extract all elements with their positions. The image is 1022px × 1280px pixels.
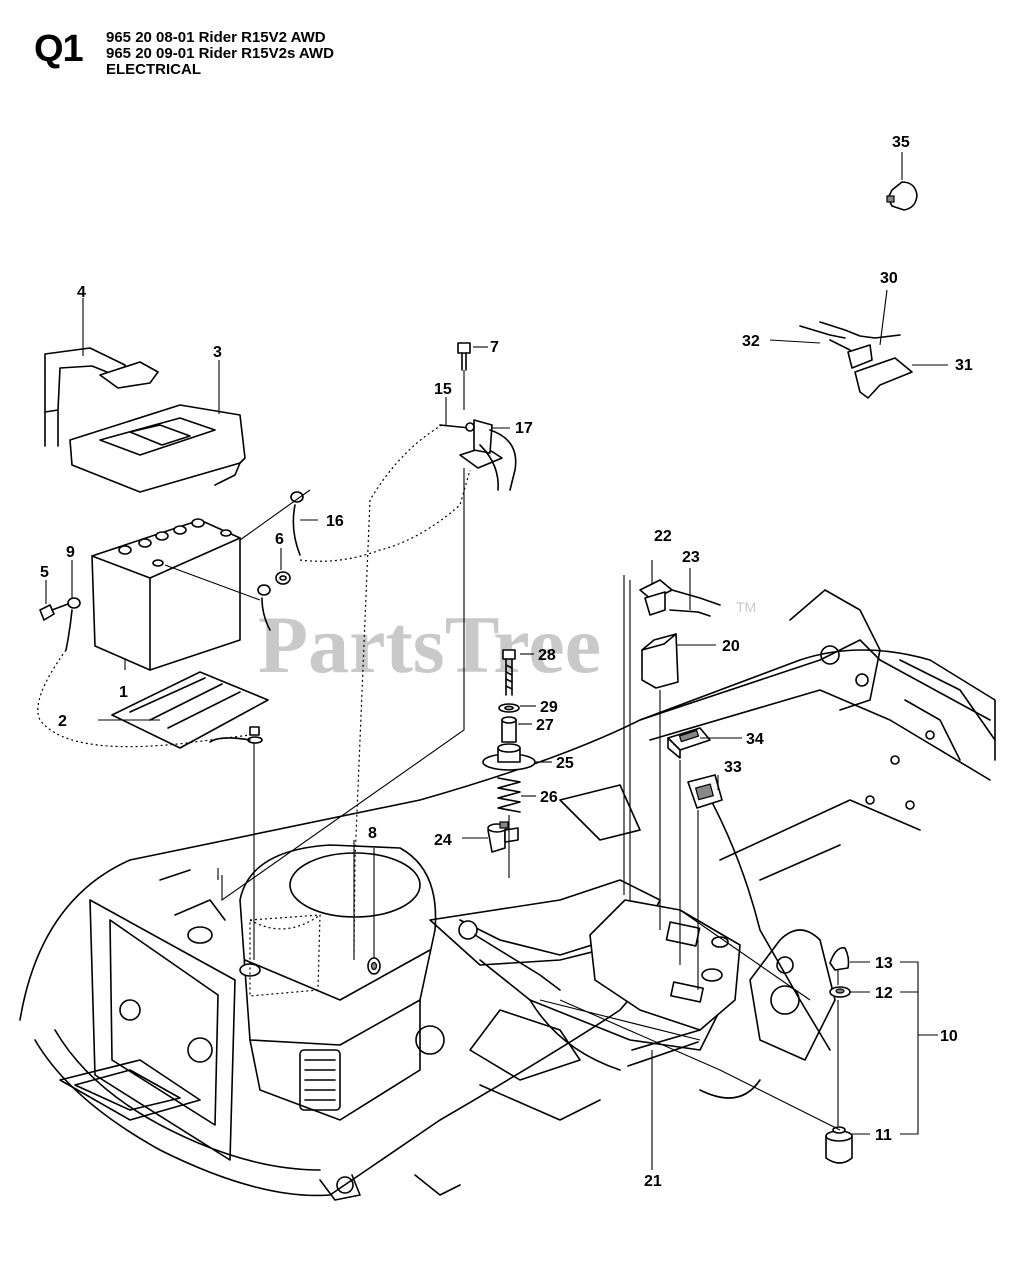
callout-2[interactable]: 2: [58, 713, 67, 730]
callout-20[interactable]: 20: [722, 638, 740, 655]
part-22-key-switch[interactable]: [639, 579, 673, 616]
callout-34[interactable]: 34: [746, 731, 764, 748]
callout-6[interactable]: 6: [275, 531, 284, 548]
model-line-1: 965 20 08-01 Rider R15V2 AWD: [106, 29, 326, 46]
callout-31[interactable]: 31: [955, 357, 973, 374]
callout-11[interactable]: 11: [875, 1127, 892, 1144]
part-27-spacer[interactable]: [501, 716, 517, 743]
callout-23[interactable]: 23: [682, 549, 700, 566]
part-20-cap[interactable]: [641, 633, 679, 689]
part-21-wire-lead[interactable]: [627, 1029, 701, 1067]
part-1-battery[interactable]: [91, 518, 241, 671]
diagram-title-block: 965 20 08-01 Rider R15V2 AWD 965 20 09-0…: [106, 30, 334, 78]
part-6-nut[interactable]: [275, 571, 291, 585]
callout-12[interactable]: 12: [875, 985, 893, 1002]
part-11-buzzer[interactable]: [825, 1126, 853, 1164]
callout-10[interactable]: 10: [940, 1028, 958, 1045]
part-16-battery-cable[interactable]: [257, 491, 304, 631]
cable-routing: [37, 370, 841, 1131]
part-23-wire-lead[interactable]: [669, 589, 721, 617]
callout-4[interactable]: 4: [77, 284, 86, 301]
callout-9[interactable]: 9: [66, 544, 75, 561]
part-15-wire[interactable]: [439, 422, 475, 432]
callout-29[interactable]: 29: [540, 699, 558, 716]
part-28-bolt[interactable]: [502, 649, 516, 696]
part-8-nut[interactable]: [367, 957, 381, 975]
callout-24[interactable]: 24: [434, 832, 452, 849]
model-line-2: 965 20 09-01 Rider R15V2s AWD: [106, 45, 334, 62]
callout-22[interactable]: 22: [654, 528, 672, 545]
callout-28[interactable]: 28: [538, 647, 556, 664]
part-29-washer[interactable]: [498, 703, 520, 713]
callout-15[interactable]: 15: [434, 381, 452, 398]
callout-leaders: [45, 152, 948, 1170]
callout-16[interactable]: 16: [326, 513, 344, 530]
part-13-knob[interactable]: [829, 947, 850, 971]
callout-13[interactable]: 13: [875, 955, 893, 972]
callout-33[interactable]: 33: [724, 759, 742, 776]
watermark-trademark: TM: [736, 599, 756, 615]
part-4-battery-bracket[interactable]: [44, 347, 159, 447]
part-24-plunger-switch[interactable]: [487, 821, 519, 853]
part-12-nut[interactable]: [829, 986, 851, 998]
part-17-solenoid[interactable]: [459, 419, 517, 491]
callout-17[interactable]: 17: [515, 420, 533, 437]
part-7-bolt[interactable]: [457, 342, 471, 371]
callout-7[interactable]: 7: [490, 339, 499, 356]
callout-3[interactable]: 3: [213, 344, 222, 361]
mower-frame: [19, 589, 996, 1201]
part-34-switch[interactable]: [667, 727, 711, 759]
watermark: PartsTree: [258, 599, 601, 690]
part-35-lamp-bulb[interactable]: [886, 181, 918, 211]
part-3-battery-cover[interactable]: [69, 404, 246, 493]
callout-25[interactable]: 25: [556, 755, 574, 772]
callout-35[interactable]: 35: [892, 134, 910, 151]
page-code: Q1: [34, 28, 84, 70]
part-9-cable-terminal[interactable]: [65, 597, 81, 651]
callout-1[interactable]: 1: [119, 684, 128, 701]
callout-8[interactable]: 8: [368, 825, 377, 842]
part-33-switch[interactable]: [687, 774, 723, 809]
callout-26[interactable]: 26: [540, 789, 558, 806]
callout-32[interactable]: 32: [742, 333, 760, 350]
part-5-bolt[interactable]: [39, 603, 69, 621]
section-title: ELECTRICAL: [106, 61, 201, 78]
callout-labels: 4 3 1 2 5 9 6 16 7 15 17 8 22 23 20 34 3…: [40, 134, 973, 1190]
part-30-31-32-seat-switch[interactable]: [799, 321, 913, 399]
callout-5[interactable]: 5: [40, 564, 49, 581]
callout-27[interactable]: 27: [536, 717, 554, 734]
part-26-spring[interactable]: [497, 777, 521, 813]
callout-21[interactable]: 21: [644, 1173, 662, 1190]
part-25-flange[interactable]: [482, 743, 536, 771]
part-2-battery-pad[interactable]: [111, 671, 269, 749]
callout-30[interactable]: 30: [880, 270, 898, 287]
